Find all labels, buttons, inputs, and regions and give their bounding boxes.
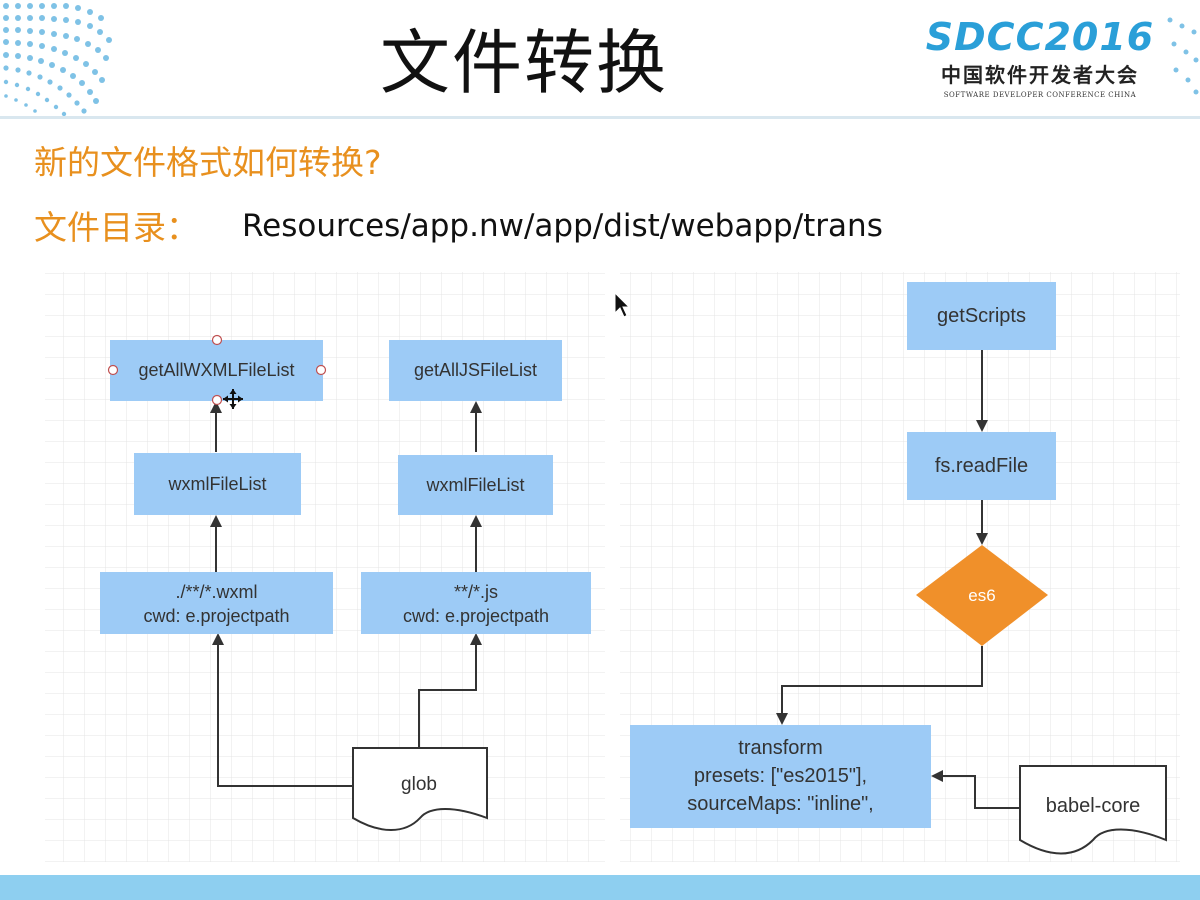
- node-label-line2: cwd: e.projectpath: [143, 606, 289, 626]
- node-wxml-file-list[interactable]: wxmlFileList: [134, 453, 301, 515]
- slide-header: 文件转换 SDCC2016 中国软件开发者大会 SOFTWARE DEVELOP…: [0, 0, 1200, 119]
- node-label: wxmlFileList: [425, 475, 524, 495]
- logo-right-dots: [1167, 17, 1199, 95]
- sdcc-logo: SDCC2016 中国软件开发者大会 SOFTWARE DEVELOPER CO…: [920, 18, 1160, 99]
- directory-path: Resources/app.nw/app/dist/webapp/trans: [242, 208, 883, 244]
- node-label-line3: sourceMaps: "inline",: [687, 793, 874, 815]
- node-js-glob[interactable]: **/*.js cwd: e.projectpath: [361, 572, 591, 634]
- logo-english-text: SOFTWARE DEVELOPER CONFERENCE CHINA: [943, 91, 1137, 99]
- node-label: getAllJSFileList: [414, 360, 537, 380]
- node-label: babel-core: [1046, 795, 1141, 817]
- node-glob-document[interactable]: glob: [352, 747, 488, 831]
- edge-glob-to-js-glob: [418, 633, 482, 748]
- logo-chinese-text: 中国软件开发者大会: [941, 63, 1139, 87]
- edge-glob-to-wxml-glob: [212, 633, 353, 787]
- node-label: wxmlFileList: [167, 474, 266, 494]
- move-icon: [223, 389, 243, 409]
- node-label-line1: **/*.js: [454, 582, 498, 602]
- header-divider: [0, 116, 1200, 119]
- node-get-scripts[interactable]: getScripts: [907, 282, 1056, 350]
- node-wxml-glob[interactable]: ./**/*.wxml cwd: e.projectpath: [100, 572, 333, 634]
- directory-label: 文件目录：: [34, 208, 199, 247]
- node-label-line2: cwd: e.projectpath: [403, 606, 549, 626]
- node-label: es6: [968, 586, 995, 605]
- mouse-pointer-icon: [614, 291, 631, 318]
- node-get-all-wxml-file-list[interactable]: getAllWXMLFileList: [110, 340, 323, 401]
- edge-es6-to-transform: [776, 646, 983, 725]
- node-js-file-list[interactable]: wxmlFileList: [398, 455, 553, 515]
- left-diagram: getAllWXMLFileList getAllJSFileList wxml…: [100, 334, 591, 831]
- question-heading: 新的文件格式如何转换?: [34, 143, 382, 182]
- footer-bar: [0, 875, 1200, 900]
- edge-babel-to-transform: [931, 770, 1020, 809]
- node-label-line1: ./**/*.wxml: [175, 582, 257, 602]
- node-label: fs.readFile: [935, 455, 1028, 477]
- selection-handles[interactable]: [107, 334, 327, 406]
- node-transform[interactable]: transform presets: ["es2015"], sourceMap…: [630, 725, 931, 828]
- node-get-all-js-file-list[interactable]: getAllJSFileList: [389, 340, 562, 401]
- node-label: glob: [401, 774, 437, 795]
- node-label-line2: presets: ["es2015"],: [694, 765, 867, 787]
- node-label: getAllWXMLFileList: [138, 360, 294, 380]
- logo-main-text: SDCC2016: [925, 15, 1155, 59]
- flow-diagram: getAllWXMLFileList getAllJSFileList wxml…: [45, 272, 1180, 862]
- node-babel-core-document[interactable]: babel-core: [1019, 765, 1167, 855]
- slide-title: 文件转换: [380, 22, 668, 104]
- right-diagram: getScripts fs.readFile es6 transform pre…: [630, 282, 1167, 855]
- node-label-line1: transform: [738, 737, 822, 759]
- node-read-file[interactable]: fs.readFile: [907, 432, 1056, 500]
- decorative-dots: [3, 3, 112, 117]
- node-label: getScripts: [937, 305, 1026, 327]
- node-es6-decision[interactable]: es6: [916, 545, 1048, 646]
